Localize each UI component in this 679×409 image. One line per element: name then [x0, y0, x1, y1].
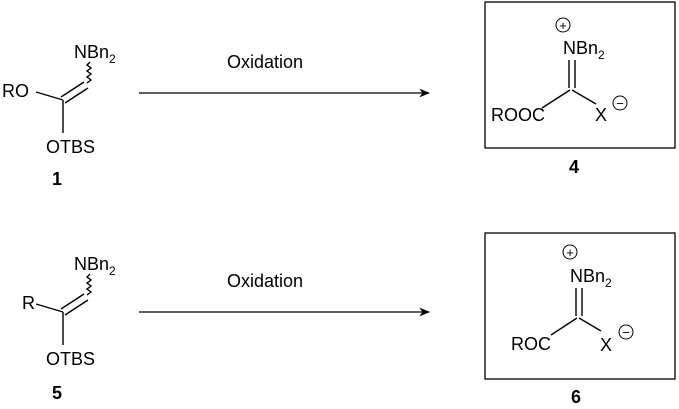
product-4-charge: + [559, 18, 567, 33]
product-6-carbonyl-bond [550, 317, 578, 336]
reactant-1-structure: NBn2 RO OTBS 1 [2, 42, 116, 189]
reactant-5-wavy-bond [85, 273, 93, 296]
product-6-structure: + NBn2 ROC X − 6 [484, 232, 676, 407]
reaction-arrow-1: Oxidation [139, 52, 431, 98]
product-6-group: ROC [511, 334, 551, 354]
product-4-carbonyl-bond [541, 89, 571, 109]
reactant-1-double-bond-a [64, 87, 89, 104]
reagent-label-1: Oxidation [227, 52, 303, 72]
reactant-5-substituent: R [22, 293, 35, 313]
product-4-group: ROOC [491, 105, 545, 125]
plus-charge-icon [562, 244, 578, 260]
product-4-anion-charge: − [616, 96, 624, 111]
reactant-1-amine-label: NBn2 [74, 42, 116, 66]
product-4-box [484, 1, 676, 149]
product-6-anion: X [600, 335, 612, 355]
reaction-row-1: NBn2 RO OTBS 1 Oxidation + NBn2 ROOC [2, 1, 676, 189]
reaction-row-2: NBn2 R OTBS 5 Oxidation + NBn2 ROC X [22, 232, 676, 407]
product-4-x-bond [571, 89, 597, 105]
plus-charge-icon [555, 17, 571, 33]
product-6-anion-charge: − [622, 325, 630, 340]
reactant-1-substituent: RO [2, 81, 29, 101]
reactant-5-silyl: OTBS [46, 349, 95, 369]
product-6-x-bond [578, 317, 602, 332]
reactant-5-amine-label: NBn2 [74, 254, 116, 278]
reactant-1-double-bond-b [60, 81, 85, 98]
reactant-5-double-bond-a [64, 299, 89, 316]
reactant-5-structure: NBn2 R OTBS 5 [22, 254, 116, 403]
product-6-box [484, 232, 676, 380]
product-6-charge: + [566, 245, 574, 260]
minus-charge-icon [612, 95, 628, 111]
reaction-arrow-2: Oxidation [139, 271, 431, 317]
product-4-amine-label: NBn2 [563, 38, 605, 62]
reactant-1-ro-bond [35, 91, 64, 101]
reactant-5-r-bond [35, 303, 64, 313]
reactant-5-number: 5 [52, 383, 62, 403]
product-4-anion: X [595, 105, 607, 125]
reactant-1-silyl: OTBS [46, 137, 95, 157]
reagent-label-2: Oxidation [227, 271, 303, 291]
product-4-structure: + NBn2 ROOC X − 4 [484, 1, 676, 177]
reactant-5-double-bond-b [60, 293, 85, 310]
product-4-number: 4 [569, 157, 579, 177]
reactant-1-wavy-bond [85, 61, 93, 84]
reactant-1-number: 1 [52, 169, 62, 189]
product-6-number: 6 [571, 387, 581, 407]
product-6-amine-label: NBn2 [570, 266, 612, 290]
minus-charge-icon [618, 324, 634, 340]
